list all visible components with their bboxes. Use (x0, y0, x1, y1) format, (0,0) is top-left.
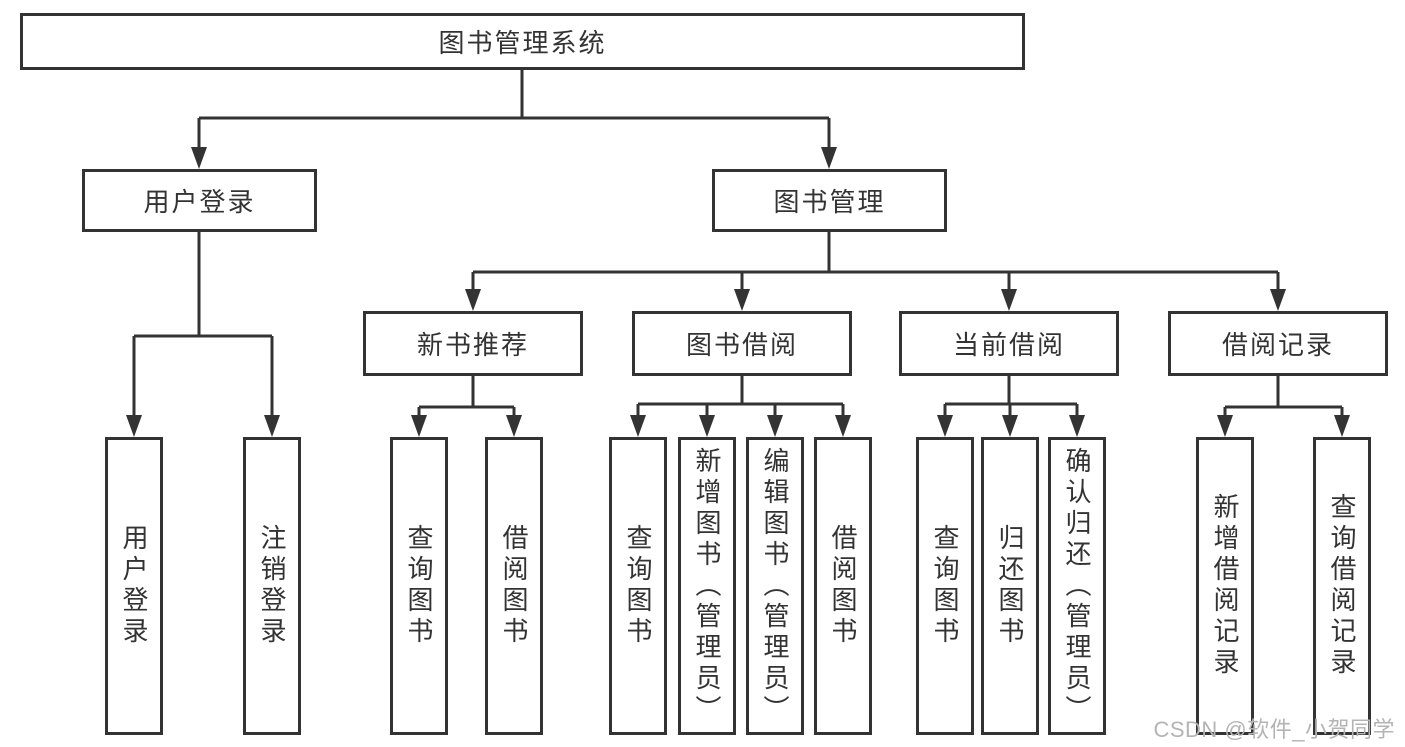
node-label: 当前借阅 (952, 330, 1065, 360)
leaf-edit-book-admin: 编辑图书（管理员） (746, 437, 804, 735)
node-label: 图书管理系统 (438, 28, 607, 58)
node-book-borrow: 图书借阅 (632, 311, 852, 376)
leaf-query-books-borrow: 查询图书 (609, 437, 667, 735)
node-current-borrow: 当前借阅 (899, 311, 1119, 376)
branch-book-management (471, 232, 1280, 291)
node-label: 图书借阅 (685, 330, 798, 360)
node-book-management: 图书管理 (712, 169, 947, 232)
branch-current-borrow (943, 376, 1079, 417)
node-borrow-records: 借阅记录 (1168, 311, 1388, 376)
node-label: 新书推荐 (416, 330, 529, 360)
leaf-query-books-recommend: 查询图书 (390, 437, 448, 735)
leaf-borrow-books: 借阅图书 (814, 437, 872, 735)
node-label: 用户登录 (143, 187, 256, 217)
node-root-system: 图书管理系统 (20, 13, 1025, 70)
branch-book-borrow (636, 376, 845, 417)
leaf-logout: 注销登录 (243, 437, 301, 735)
leaf-user-login: 用户登录 (105, 437, 163, 735)
branch-user-login (132, 232, 274, 417)
branch-borrow-records (1223, 376, 1344, 417)
leaf-return-books: 归还图书 (981, 437, 1039, 735)
node-new-book-recommend: 新书推荐 (363, 311, 583, 376)
branch-new-book-recommend (417, 376, 516, 417)
leaf-borrow-books-recommend: 借阅图书 (485, 437, 543, 735)
node-user-login: 用户登录 (82, 169, 317, 232)
leaf-query-borrow-record: 查询借阅记录 (1313, 437, 1371, 735)
node-label: 借阅记录 (1221, 330, 1334, 360)
leaf-add-borrow-record: 新增借阅记录 (1196, 437, 1254, 735)
leaf-add-book-admin: 新增图书（管理员） (678, 437, 736, 735)
csdn-watermark: CSDN @软件_小贺同学 (1153, 717, 1395, 742)
node-label: 图书管理 (773, 187, 886, 217)
branch-root (197, 70, 831, 149)
leaf-query-books-current: 查询图书 (916, 437, 974, 735)
leaf-confirm-return-admin: 确认归还（管理员） (1048, 437, 1106, 735)
